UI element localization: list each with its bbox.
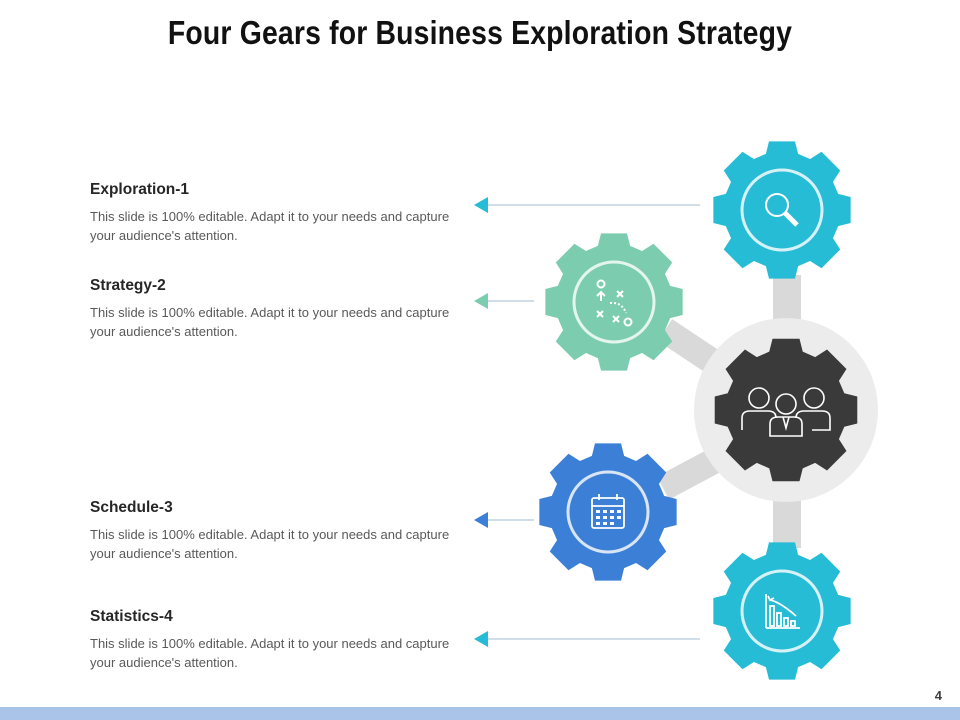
arrow-exploration bbox=[474, 197, 700, 213]
center-gear bbox=[694, 318, 878, 502]
gear-exploration bbox=[713, 141, 851, 279]
gear-strategy bbox=[545, 233, 683, 371]
item-title: Statistics-4 bbox=[90, 608, 173, 625]
arrow-statistics bbox=[474, 631, 700, 647]
item-strategy: Strategy-2 This slide is 100% editable. … bbox=[90, 277, 460, 341]
bar-chart-icon bbox=[765, 594, 800, 629]
item-title: Exploration-1 bbox=[90, 181, 190, 198]
item-description: This slide is 100% editable. Adapt it to… bbox=[90, 305, 450, 339]
footer-bar bbox=[0, 707, 960, 720]
gear-statistics bbox=[713, 542, 851, 680]
gear-schedule bbox=[539, 443, 677, 581]
item-description: This slide is 100% editable. Adapt it to… bbox=[90, 209, 450, 243]
arrow-schedule bbox=[474, 512, 534, 528]
game-plan-icon bbox=[596, 279, 633, 327]
item-title: Schedule-3 bbox=[90, 499, 173, 516]
page-number: 4 bbox=[934, 688, 942, 703]
calendar-icon bbox=[591, 494, 625, 529]
magnifier-icon bbox=[765, 193, 799, 227]
item-title: Strategy-2 bbox=[90, 277, 166, 294]
item-exploration: Exploration-1 This slide is 100% editabl… bbox=[90, 181, 460, 245]
slide-title: Four Gears for Business Exploration Stra… bbox=[167, 14, 793, 51]
item-schedule: Schedule-3 This slide is 100% editable. … bbox=[90, 499, 460, 563]
item-statistics: Statistics-4 This slide is 100% editable… bbox=[90, 608, 460, 672]
arrow-strategy bbox=[474, 293, 534, 309]
item-description: This slide is 100% editable. Adapt it to… bbox=[90, 527, 450, 561]
team-icon bbox=[741, 387, 831, 437]
item-description: This slide is 100% editable. Adapt it to… bbox=[90, 636, 450, 670]
